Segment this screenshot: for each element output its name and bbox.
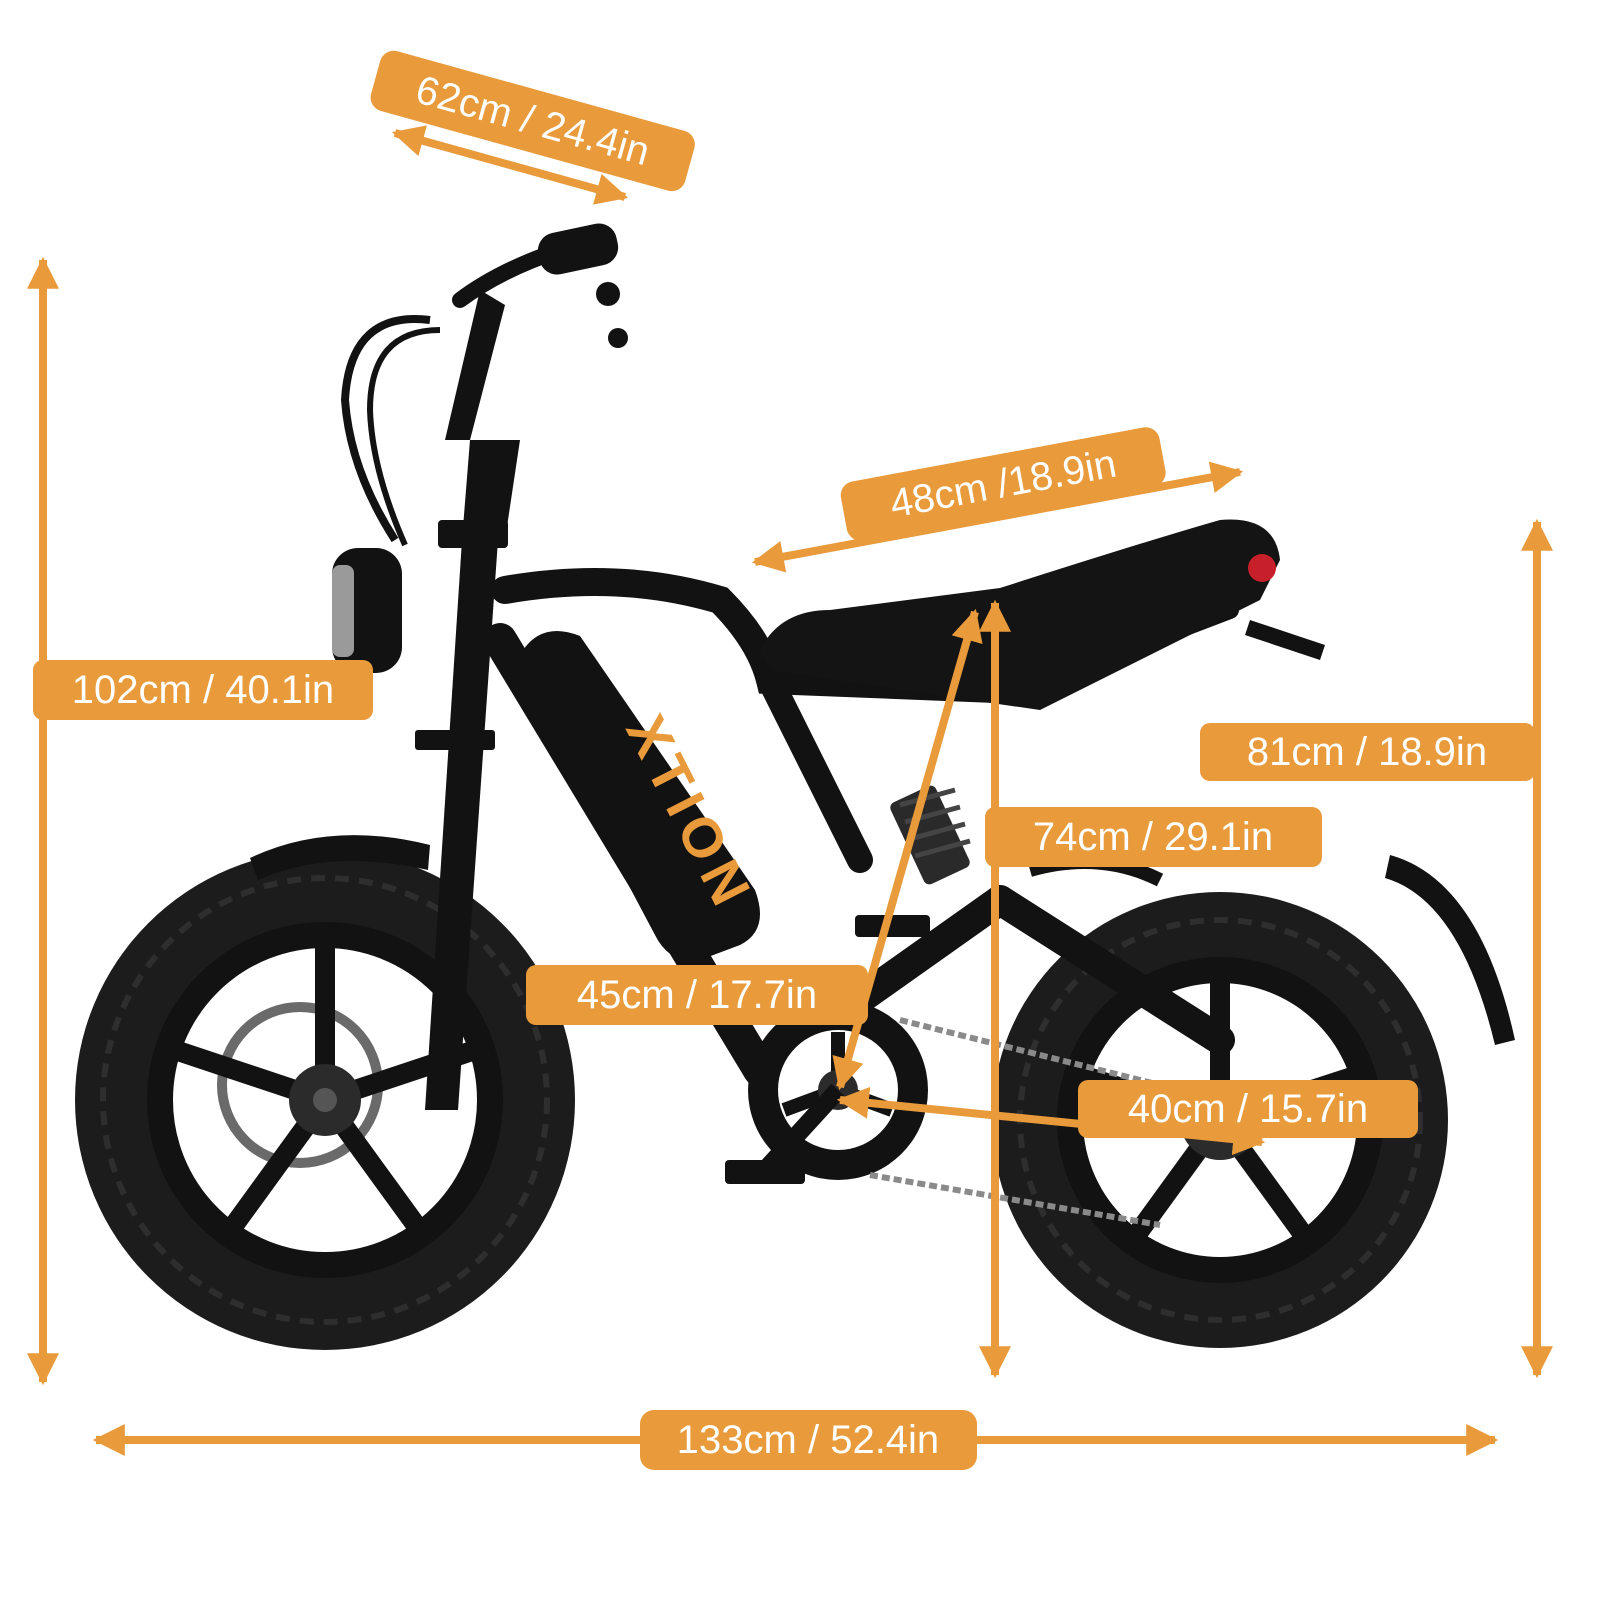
front-wheel xyxy=(75,850,575,1350)
battery: XTION xyxy=(520,630,766,961)
label-overall-length: 133cm / 52.4in xyxy=(640,1410,977,1470)
handlebar xyxy=(340,223,628,547)
svg-text:74cm / 29.1in: 74cm / 29.1in xyxy=(1033,815,1273,859)
arrow-seat-length xyxy=(751,461,1244,573)
label-frame-height: 74cm / 29.1in xyxy=(985,807,1322,867)
label-pedal-to-seat: 45cm / 17.7in xyxy=(526,965,868,1025)
front-fork xyxy=(415,440,520,1110)
svg-text:81cm / 18.9in: 81cm / 18.9in xyxy=(1247,730,1487,774)
front-fender xyxy=(250,835,430,880)
label-pedal-to-rear-axle: 40cm / 15.7in xyxy=(1078,1080,1418,1138)
label-seat-height: 81cm / 18.9in xyxy=(1200,723,1535,781)
e-bike-illustration: XTION xyxy=(75,223,1515,1350)
arrow-handlebar-width xyxy=(391,125,629,205)
rear-fender xyxy=(1385,855,1515,1045)
svg-text:102cm / 40.1in: 102cm / 40.1in xyxy=(72,668,334,712)
svg-text:40cm / 15.7in: 40cm / 15.7in xyxy=(1128,1087,1368,1131)
svg-text:133cm / 52.4in: 133cm / 52.4in xyxy=(677,1418,939,1462)
chain xyxy=(869,1017,1161,1228)
svg-text:45cm / 17.7in: 45cm / 17.7in xyxy=(577,973,817,1017)
label-overall-height: 102cm / 40.1in xyxy=(33,660,373,720)
label-seat-length: 48cm /18.9in xyxy=(840,427,1166,541)
headlight xyxy=(332,548,402,673)
